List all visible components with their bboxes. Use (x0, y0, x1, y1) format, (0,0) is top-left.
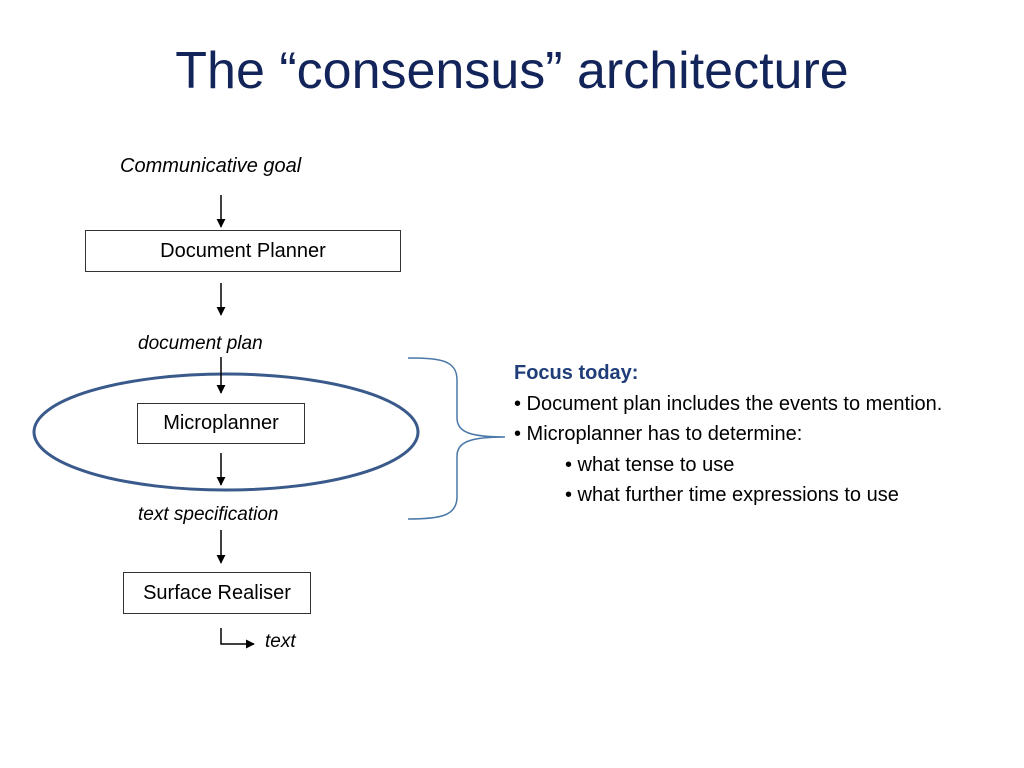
text-specification-label: text specification (138, 504, 279, 525)
focus-sub-bullet: • what further time expressions to use (565, 484, 899, 506)
document-planner-box: Document Planner (85, 230, 401, 272)
microplanner-box: Microplanner (137, 403, 305, 444)
text-output-label: text (265, 631, 296, 652)
communicative-goal-label: Communicative goal (120, 155, 302, 177)
focus-bullet: • Microplanner has to determine: (514, 423, 803, 445)
focus-sub-bullet: • what tense to use (565, 453, 735, 476)
curly-brace (407, 357, 506, 520)
surface-realiser-box: Surface Realiser (123, 572, 311, 614)
arrow-surface-realiser-to-text (220, 628, 255, 649)
slide-title: The “consensus” architecture (175, 42, 849, 100)
focus-heading: Focus today: (514, 362, 639, 384)
document-plan-label: document plan (138, 333, 263, 354)
highlight-ellipse (32, 372, 420, 492)
focus-panel: Focus today: • Document plan includes th… (514, 358, 1014, 511)
focus-bullet: • Document plan includes the events to m… (514, 392, 943, 415)
